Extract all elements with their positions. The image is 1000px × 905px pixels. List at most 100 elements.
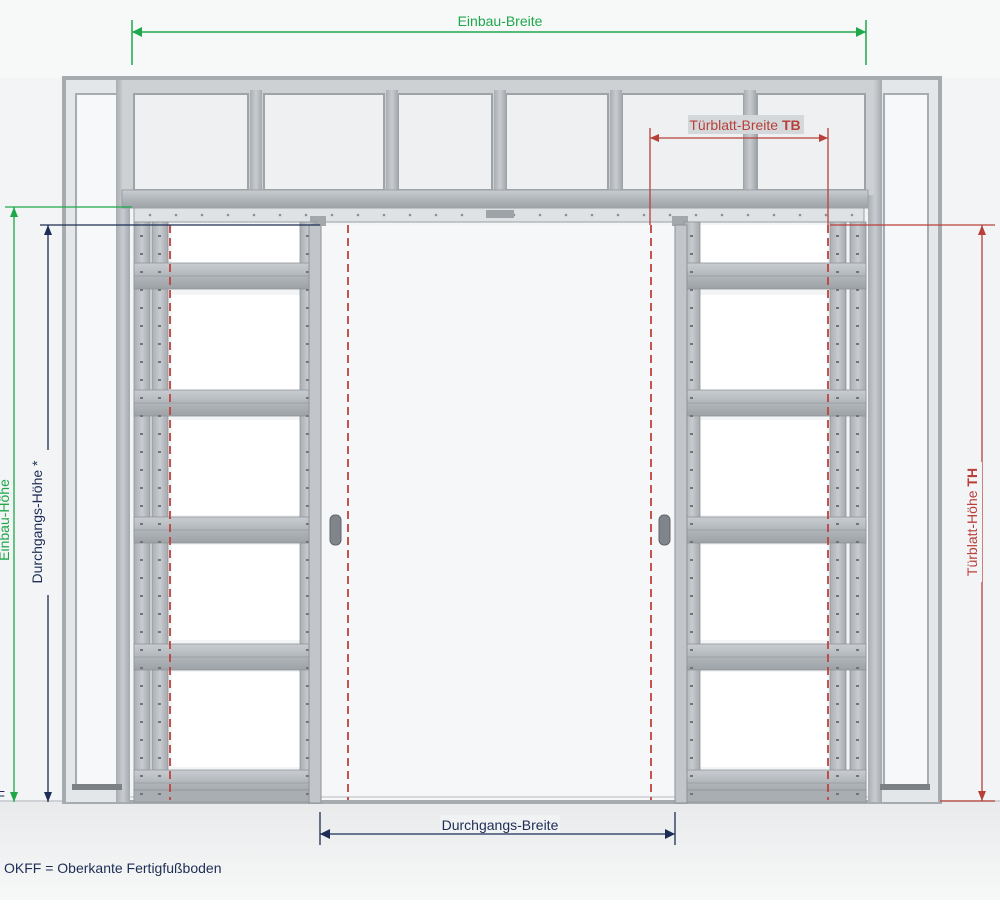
post-rivet <box>306 577 309 579</box>
post-rivet <box>158 577 161 579</box>
post-rivet <box>836 253 839 255</box>
post-rivet <box>306 685 309 687</box>
post-rivet <box>690 469 693 471</box>
post-rivet <box>690 253 693 255</box>
track-rivet <box>720 213 724 217</box>
post-rivet <box>856 757 859 759</box>
post-rivet <box>158 559 161 561</box>
tuerblatt-breite-code: TB <box>782 117 801 133</box>
header-panel <box>263 93 385 191</box>
post-rivet <box>856 379 859 381</box>
post-rivet <box>140 793 143 795</box>
post-rivet <box>140 505 143 507</box>
post-rivet <box>690 235 693 237</box>
header-stud <box>494 90 506 194</box>
post-rivet <box>856 505 859 507</box>
post-rivet <box>140 325 143 327</box>
post-rivet <box>690 307 693 309</box>
post-rivet <box>158 271 161 273</box>
post-rivet <box>836 703 839 705</box>
post-rivet <box>836 577 839 579</box>
post-rivet <box>856 595 859 597</box>
post-rivet <box>306 415 309 417</box>
post-rivet <box>158 595 161 597</box>
post-rivet <box>158 685 161 687</box>
post-rivet <box>306 613 309 615</box>
tuerblatt-hoehe-label-bg <box>960 462 982 582</box>
post-rivet <box>140 523 143 525</box>
post-rivet <box>158 433 161 435</box>
post-rivet <box>836 487 839 489</box>
post-rivet <box>140 541 143 543</box>
einbau-breite-label-bg <box>452 10 548 30</box>
post-rivet <box>158 307 161 309</box>
right-roller-carriage <box>672 216 688 226</box>
post-rivet <box>306 757 309 759</box>
pocket-opening <box>172 225 302 263</box>
track-rivet <box>538 213 542 217</box>
post-rivet <box>158 649 161 651</box>
left-pocket-cassette <box>133 221 317 803</box>
post-rivet <box>836 595 839 597</box>
post-rivet <box>140 775 143 777</box>
tuerblatt-breite-dimension <box>649 128 829 225</box>
pocket-bottom-rail <box>685 789 867 803</box>
post-rivet <box>306 595 309 597</box>
post-rivet <box>140 253 143 255</box>
post-rivet <box>856 703 859 705</box>
track-rivet <box>590 213 594 217</box>
post-rivet <box>836 361 839 363</box>
post-rivet <box>856 739 859 741</box>
left-door-handle <box>329 514 342 546</box>
post-rivet <box>856 289 859 291</box>
post-rivet <box>306 343 309 345</box>
post-rivet <box>856 271 859 273</box>
okff-left-label: F <box>0 788 5 803</box>
post-rivet <box>856 415 859 417</box>
post-rivet <box>140 559 143 561</box>
post-rivet <box>158 361 161 363</box>
pocket-opening <box>172 545 302 640</box>
post-rivet <box>158 667 161 669</box>
post-rivet <box>690 433 693 435</box>
post-rivet <box>140 703 143 705</box>
post-rivet <box>690 577 693 579</box>
post-rivet <box>836 433 839 435</box>
post-rivet <box>856 307 859 309</box>
einbau-breite-dimension <box>131 20 867 65</box>
post-rivet <box>856 685 859 687</box>
post-rivet <box>690 721 693 723</box>
post-rivet <box>140 289 143 291</box>
post-rivet <box>140 433 143 435</box>
right-foot-plate <box>880 784 930 790</box>
post-rivet <box>306 271 309 273</box>
post-rivet <box>836 271 839 273</box>
pocket-opening <box>697 225 827 263</box>
track-rivet <box>746 213 750 217</box>
post-rivet <box>836 757 839 759</box>
post-rivet <box>140 415 143 417</box>
post-rivet <box>158 793 161 795</box>
post-rivet <box>306 307 309 309</box>
post-rivet <box>158 487 161 489</box>
post-rivet <box>690 487 693 489</box>
post-rivet <box>856 325 859 327</box>
track-rivet <box>824 213 828 217</box>
tuerblatt-hoehe-label: Türblatt-Höhe <box>964 490 980 576</box>
header-stud <box>744 90 756 194</box>
post-rivet <box>140 613 143 615</box>
post-rivet <box>306 451 309 453</box>
post-rivet <box>836 631 839 633</box>
post-rivet <box>690 703 693 705</box>
track-rivet <box>434 213 438 217</box>
left-door-leaf-outline <box>169 225 349 800</box>
track-rivet <box>772 213 776 217</box>
post-rivet <box>836 415 839 417</box>
track-rivet <box>330 213 334 217</box>
post-rivet <box>306 505 309 507</box>
post-rivet <box>690 739 693 741</box>
post-rivet <box>158 253 161 255</box>
tuerblatt-breite-label-group: Türblatt-Breite TB <box>689 117 800 133</box>
post-rivet <box>306 649 309 651</box>
